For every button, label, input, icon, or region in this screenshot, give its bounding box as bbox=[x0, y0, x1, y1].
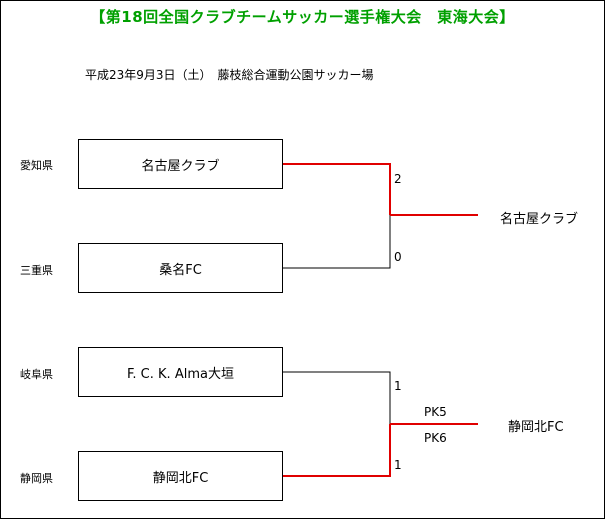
prefecture-label: 静岡県 bbox=[20, 472, 53, 485]
prefecture-label: 三重県 bbox=[20, 264, 53, 277]
event-date-venue: 平成23年9月3日（土） 藤枝総合運動公園サッカー場 bbox=[85, 68, 374, 82]
prefecture-label: 愛知県 bbox=[20, 159, 53, 172]
prefecture-label: 岐阜県 bbox=[20, 368, 53, 381]
team-box: 名古屋クラブ bbox=[78, 139, 283, 189]
bracket-line-winner bbox=[283, 163, 391, 215]
score-label: 1 bbox=[394, 379, 402, 393]
pk-score-label: PK6 bbox=[424, 431, 447, 445]
score-label: 0 bbox=[394, 250, 402, 264]
bracket-line-loser bbox=[283, 371, 391, 424]
pk-score-label: PK5 bbox=[424, 405, 447, 419]
score-label: 1 bbox=[394, 458, 402, 472]
winner-label: 名古屋クラブ bbox=[500, 212, 579, 227]
team-box: 桑名FC bbox=[78, 243, 283, 293]
bracket-line-winner bbox=[283, 424, 391, 477]
score-label: 2 bbox=[394, 172, 402, 186]
team-box: F. C. K. Alma大垣 bbox=[78, 347, 283, 397]
team-box: 静岡北FC bbox=[78, 451, 283, 501]
bracket-line-loser bbox=[283, 215, 391, 269]
page-title: 【第18回全国クラブチームサッカー選手権大会 東海大会】 bbox=[90, 8, 515, 26]
winner-label: 静岡北FC bbox=[508, 420, 564, 435]
